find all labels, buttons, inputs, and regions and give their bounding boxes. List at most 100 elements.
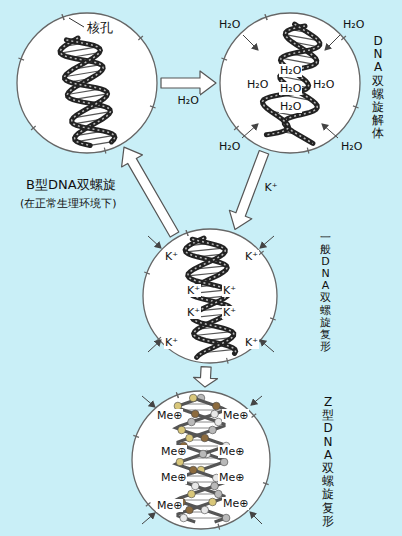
atom-bead <box>176 458 184 466</box>
molecule-label: H₂O <box>218 18 241 31</box>
structure-title: B型DNA双螺旋 <box>26 178 116 192</box>
molecule-label: H₂O <box>340 140 363 153</box>
ion-label: K⁺ <box>222 284 237 297</box>
atom-bead <box>215 418 223 426</box>
molecule-label: H₂O <box>342 18 365 31</box>
nucleus-membrane <box>132 391 270 529</box>
atom-bead <box>215 490 223 498</box>
atom-bead <box>213 402 221 410</box>
nuclear-pore <box>259 251 264 255</box>
influx-arrow <box>250 512 262 524</box>
atom-bead <box>209 498 217 506</box>
atom-bead <box>189 394 197 402</box>
nuclear-pore <box>353 106 359 108</box>
nuclear-pore <box>176 392 178 398</box>
influx-arrow <box>242 124 258 138</box>
ion-label: K⁺ <box>186 284 201 297</box>
nuclear-pore <box>133 435 139 437</box>
nuclear-pore <box>31 126 36 130</box>
transition-arrow <box>122 147 179 237</box>
atom-bead <box>178 426 186 434</box>
atom-bead <box>199 450 207 458</box>
atom-bead <box>211 410 219 418</box>
nuclear-pore <box>186 230 188 236</box>
stage-caption: Z型DNA双螺旋复形 <box>322 396 334 528</box>
influx-arrow <box>243 35 258 50</box>
influx-arrow <box>148 236 161 248</box>
nuclear-pore <box>146 502 151 506</box>
nuclear-pore <box>150 106 156 108</box>
influx-arrow <box>260 340 274 352</box>
nuclear-pore <box>265 14 267 20</box>
nuclear-pore <box>307 148 309 154</box>
dna-helix <box>60 38 115 146</box>
strand-texture <box>65 40 115 142</box>
influx-arrow <box>148 340 161 352</box>
ion-label: K⁺ <box>222 306 237 319</box>
nuclear-pore <box>341 36 346 40</box>
ion-label: Me⊕ <box>156 409 183 422</box>
molecule-label: H₂O <box>279 82 302 95</box>
strand-texture <box>188 239 234 357</box>
sugar-phosphate-strand <box>188 239 234 357</box>
influx-arrow <box>142 513 155 524</box>
transition-arrow <box>161 71 216 95</box>
atom-bead <box>222 514 230 522</box>
atom-bead <box>188 490 196 498</box>
molecule-label: H₂O <box>279 100 302 113</box>
nucleus-membrane <box>143 229 277 363</box>
nuclear-pore <box>263 483 269 485</box>
atom-bead <box>209 426 217 434</box>
ion-label: Me⊕ <box>160 445 187 458</box>
ion-label: K⁺ <box>164 336 179 349</box>
nuclear-pore <box>18 58 24 60</box>
atom-bead <box>188 418 196 426</box>
leader-line <box>69 18 84 27</box>
nuclear-pore <box>234 126 239 130</box>
base-pair <box>77 135 114 141</box>
nucleus-membrane <box>220 13 360 153</box>
dna-helix <box>185 238 235 357</box>
nuclear-pore <box>270 318 276 320</box>
ion-label: Me⊕ <box>218 471 245 484</box>
influx-arrow <box>260 236 274 248</box>
molecule-label: H₂O <box>279 64 302 77</box>
influx-arrow <box>325 35 340 50</box>
base-pair <box>90 142 111 146</box>
structure-note: (在正常生理环境下) <box>20 198 117 210</box>
base-pair <box>184 518 226 519</box>
base-pair <box>184 410 226 411</box>
influx-arrow <box>322 124 338 138</box>
molecule-label: H₂O <box>312 78 335 91</box>
nuclear-pore <box>221 58 227 60</box>
ion-label: Me⊕ <box>222 409 249 422</box>
nuclear-pore <box>218 524 220 530</box>
atom-bead <box>191 410 199 418</box>
influx-arrow <box>142 396 155 407</box>
nucleus-membrane <box>17 13 157 153</box>
nuclear-pore <box>176 392 178 398</box>
nuclear-pore <box>144 272 150 274</box>
ion-label: K⁺ <box>186 306 201 319</box>
nuclear-pore <box>265 14 267 20</box>
nuclear-pore <box>62 14 64 20</box>
nuclear-pore <box>138 36 143 40</box>
ion-label: Me⊕ <box>156 499 183 512</box>
molecule-label: H₂O <box>246 78 269 91</box>
ion-label: K⁺ <box>244 336 259 349</box>
atom-bead <box>201 434 209 442</box>
atom-bead <box>220 458 228 466</box>
atom-bead <box>186 434 194 442</box>
atom-bead <box>201 506 209 514</box>
atom-bead <box>186 506 194 514</box>
nuclear-pore <box>62 14 64 20</box>
ion-label: K⁺ <box>164 250 179 263</box>
nuclear-pore <box>104 148 106 154</box>
atom-bead <box>191 482 199 490</box>
atom-bead <box>189 466 197 474</box>
stage-caption: 一般DNA双螺旋复形 <box>320 232 331 353</box>
callout-label: 核孔 <box>86 20 114 35</box>
reagent-label: K⁺ <box>264 181 279 194</box>
